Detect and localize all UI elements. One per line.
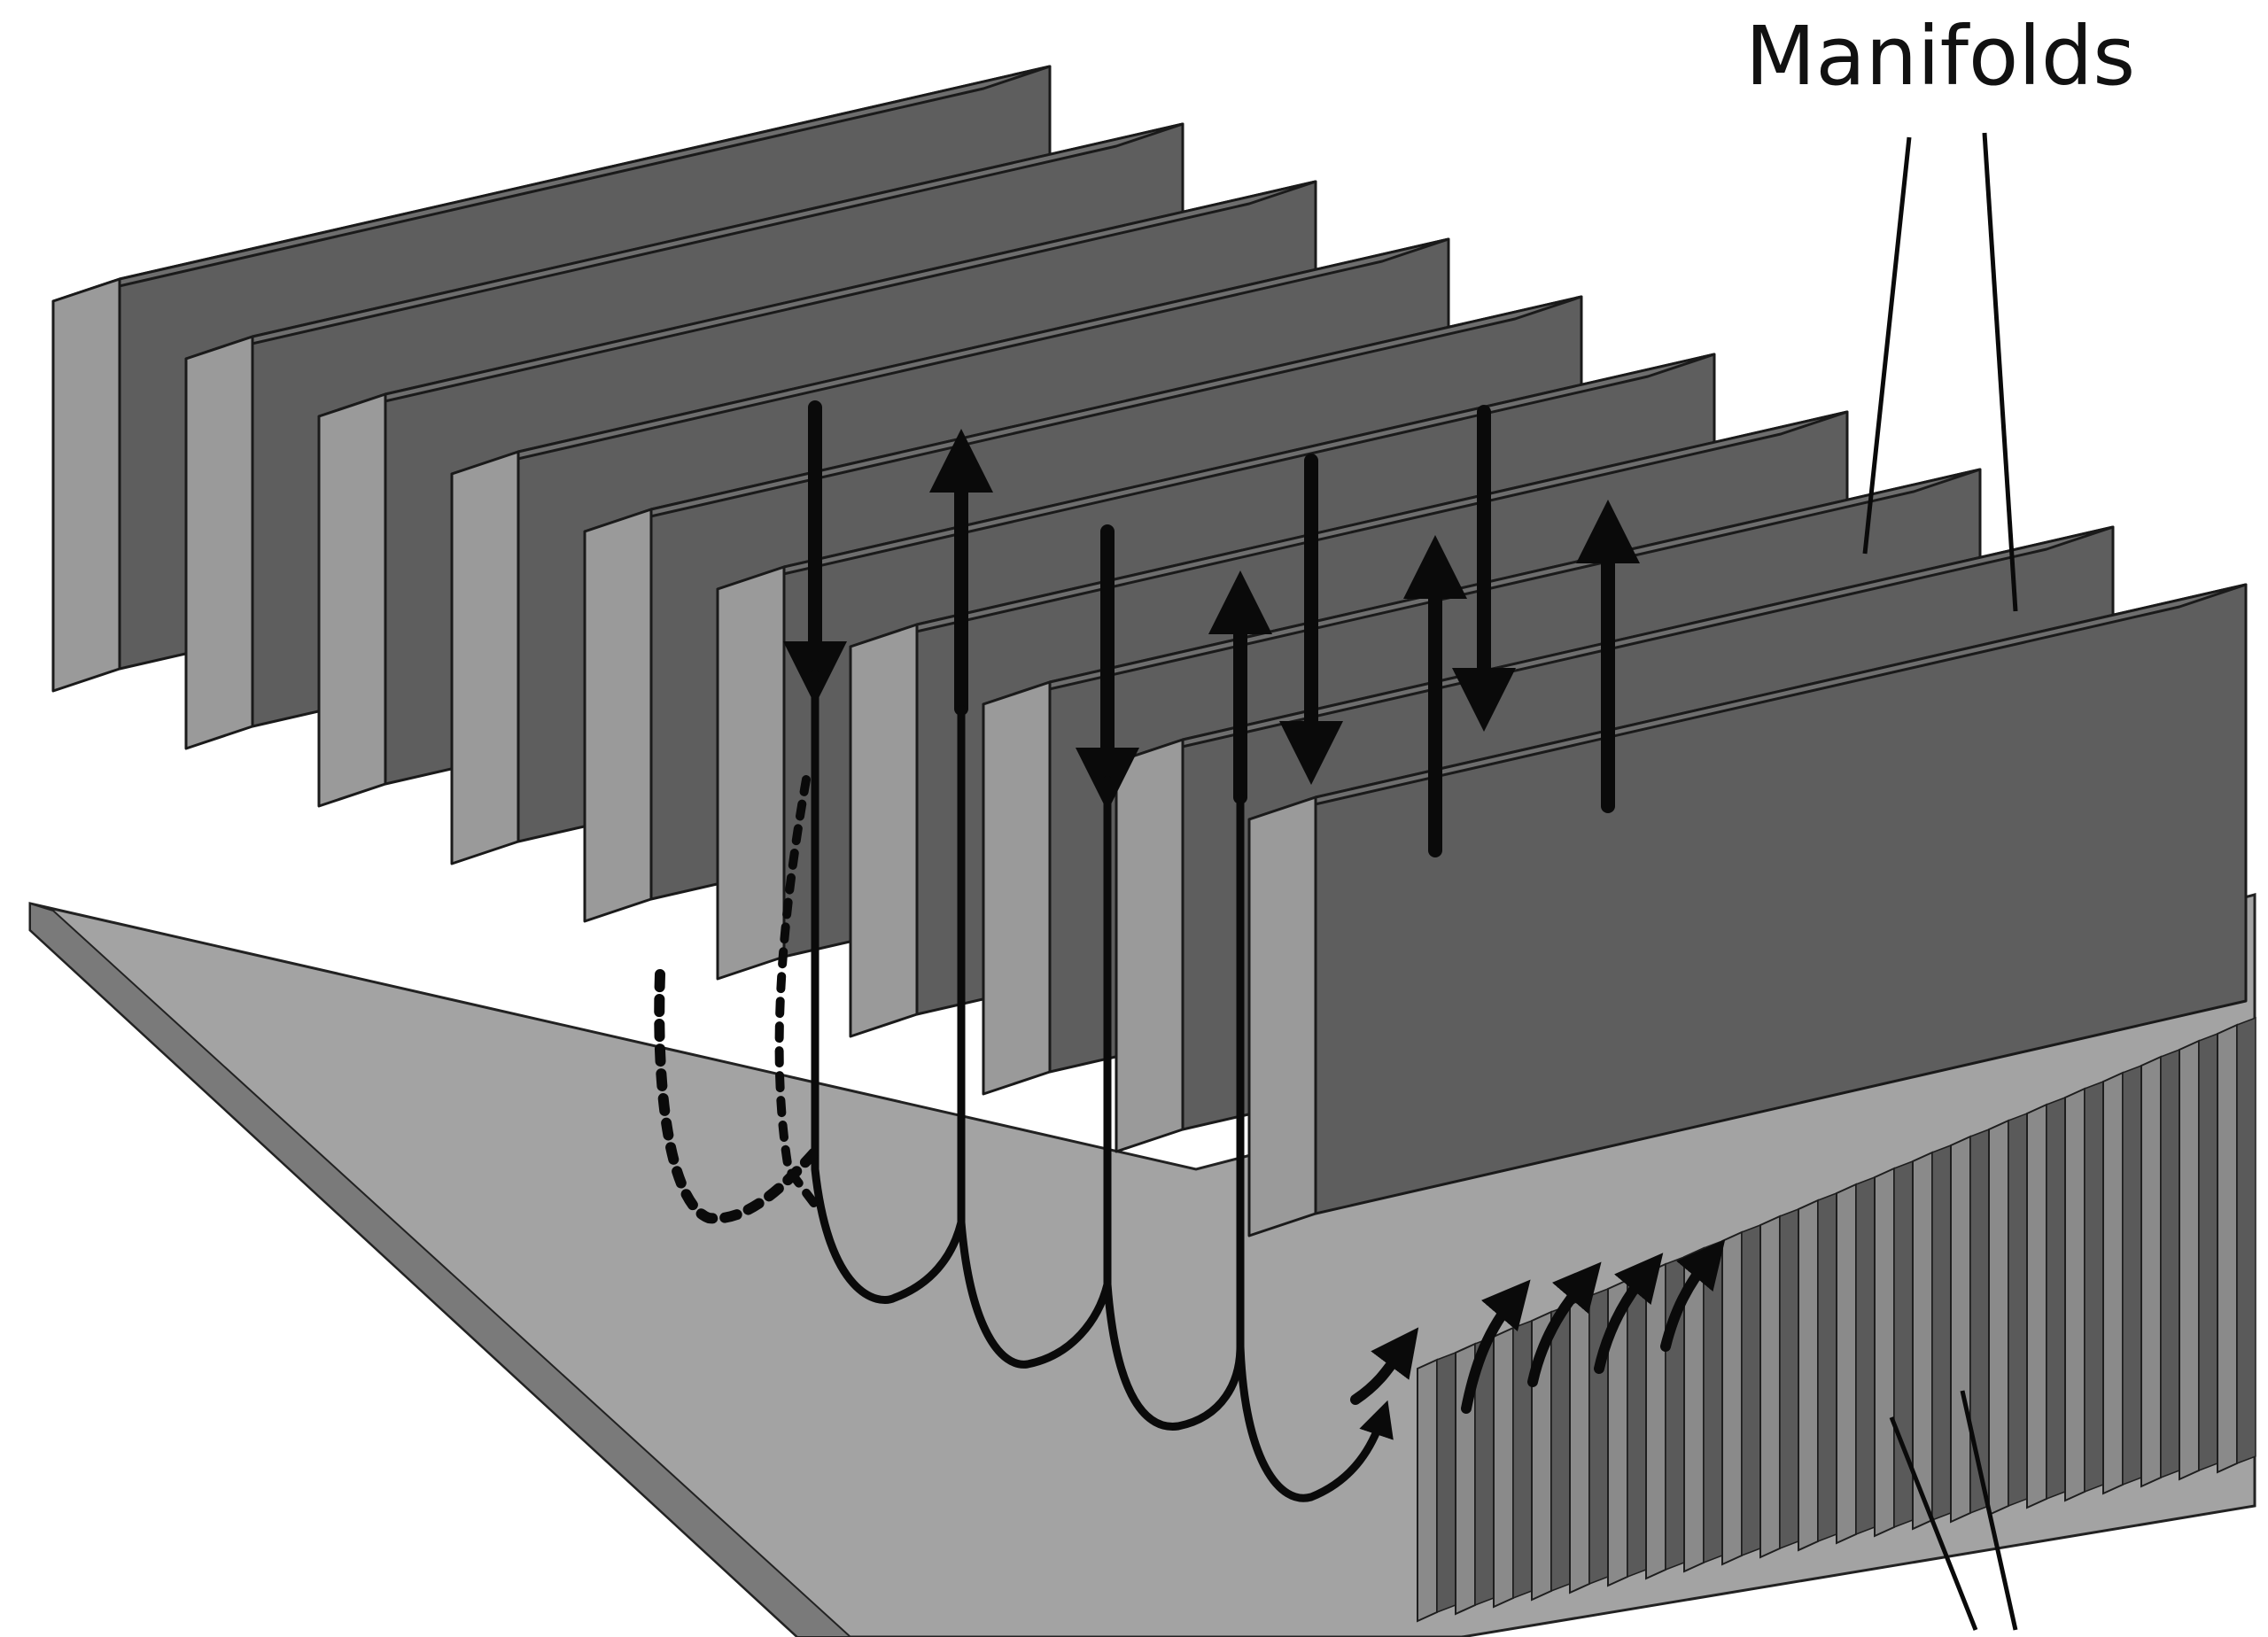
curved-flow-path <box>774 775 819 1209</box>
microchannel-fin <box>2102 1071 2124 1495</box>
microchannel-fin <box>1417 1358 1438 1623</box>
manifold-slab-front <box>583 508 653 923</box>
microchannel-gap <box>2046 1096 2066 1501</box>
microchannel-fin <box>1874 1167 1895 1538</box>
leader-line <box>1982 132 2018 612</box>
microchannel-fin <box>1721 1230 1743 1566</box>
manifold-slab-front <box>1247 795 1317 1237</box>
microchannel-gap <box>1703 1239 1723 1564</box>
base-plate-front-edge <box>29 902 852 1637</box>
microchannel-fin <box>1836 1183 1857 1545</box>
microchannel-gap <box>1550 1303 1571 1593</box>
leader-lines <box>1862 132 2018 1631</box>
manifold-slab-front <box>982 680 1052 1096</box>
microchannel-fin <box>2064 1087 2085 1502</box>
microchannel-gap <box>1931 1144 1952 1522</box>
leader-line <box>1889 1416 1978 1631</box>
arrow-icon <box>1461 1279 1531 1414</box>
microchannel-gap <box>1741 1223 1761 1557</box>
arrow-icon <box>1660 1239 1726 1352</box>
manifold-slab-front <box>317 392 387 808</box>
microchannel-gap <box>2198 1032 2218 1472</box>
leader-line <box>1960 1390 2018 1631</box>
microchannel-gap <box>1855 1175 1876 1536</box>
microchannel-flow-arrows <box>1350 1239 1726 1414</box>
microchannel-gap <box>1436 1351 1456 1614</box>
manifold-slab-front <box>1115 738 1184 1153</box>
microchannel-gap <box>1969 1128 1990 1515</box>
microchannel-gap <box>1512 1319 1533 1600</box>
microchannel-fin <box>1645 1262 1666 1580</box>
flow-loops <box>654 669 1394 1502</box>
microchannel-gap <box>2008 1112 2028 1508</box>
microchannel-gap <box>2084 1080 2104 1493</box>
manifold-array <box>51 65 2248 1237</box>
microchannel-fin <box>2217 1023 2238 1474</box>
microchannel-gap <box>2236 1016 2256 1465</box>
curved-flow-path <box>1236 1342 1394 1502</box>
arrow-icon <box>1350 1327 1419 1405</box>
microchannel-fin <box>1759 1214 1781 1559</box>
manifold-slab-front <box>184 335 254 750</box>
microchannel-gap <box>2160 1048 2180 1479</box>
microchannel-fin <box>2140 1055 2162 1488</box>
microchannel-fin <box>1988 1119 2009 1517</box>
microchannel-fin <box>2026 1103 2047 1509</box>
microchannel-gap <box>1893 1160 1914 1529</box>
curved-flow-path <box>811 669 966 1304</box>
microchannel-gap <box>2122 1064 2142 1486</box>
microchannel-array <box>1417 1016 2256 1623</box>
curved-flow-path <box>654 969 820 1224</box>
flow-arrows <box>783 400 1640 857</box>
microchannel-fin <box>2179 1039 2200 1481</box>
microchannel-gap <box>1627 1271 1647 1579</box>
microchannel-fin <box>1569 1294 1590 1594</box>
microchannel-gap <box>1817 1191 1837 1543</box>
microchannel-fin <box>1950 1135 1971 1524</box>
manifold-slab-front <box>849 623 919 1038</box>
microchannel-fin <box>1493 1326 1514 1609</box>
curved-flow-path <box>1103 793 1245 1431</box>
curved-flow-path <box>957 775 1112 1369</box>
microchannel-gap <box>1779 1207 1799 1550</box>
manifold-slab <box>1247 583 2248 1237</box>
manifold-slab-front <box>716 565 786 981</box>
leader-line <box>1862 136 1912 555</box>
manifolds-label: Manifolds <box>1745 9 2135 104</box>
manifold-slab-front <box>450 450 520 865</box>
manifold-slab-front <box>51 277 121 693</box>
microchannel-fin <box>1798 1199 1819 1552</box>
arrow-icon <box>1594 1253 1664 1374</box>
arrow-icon <box>1527 1261 1602 1387</box>
